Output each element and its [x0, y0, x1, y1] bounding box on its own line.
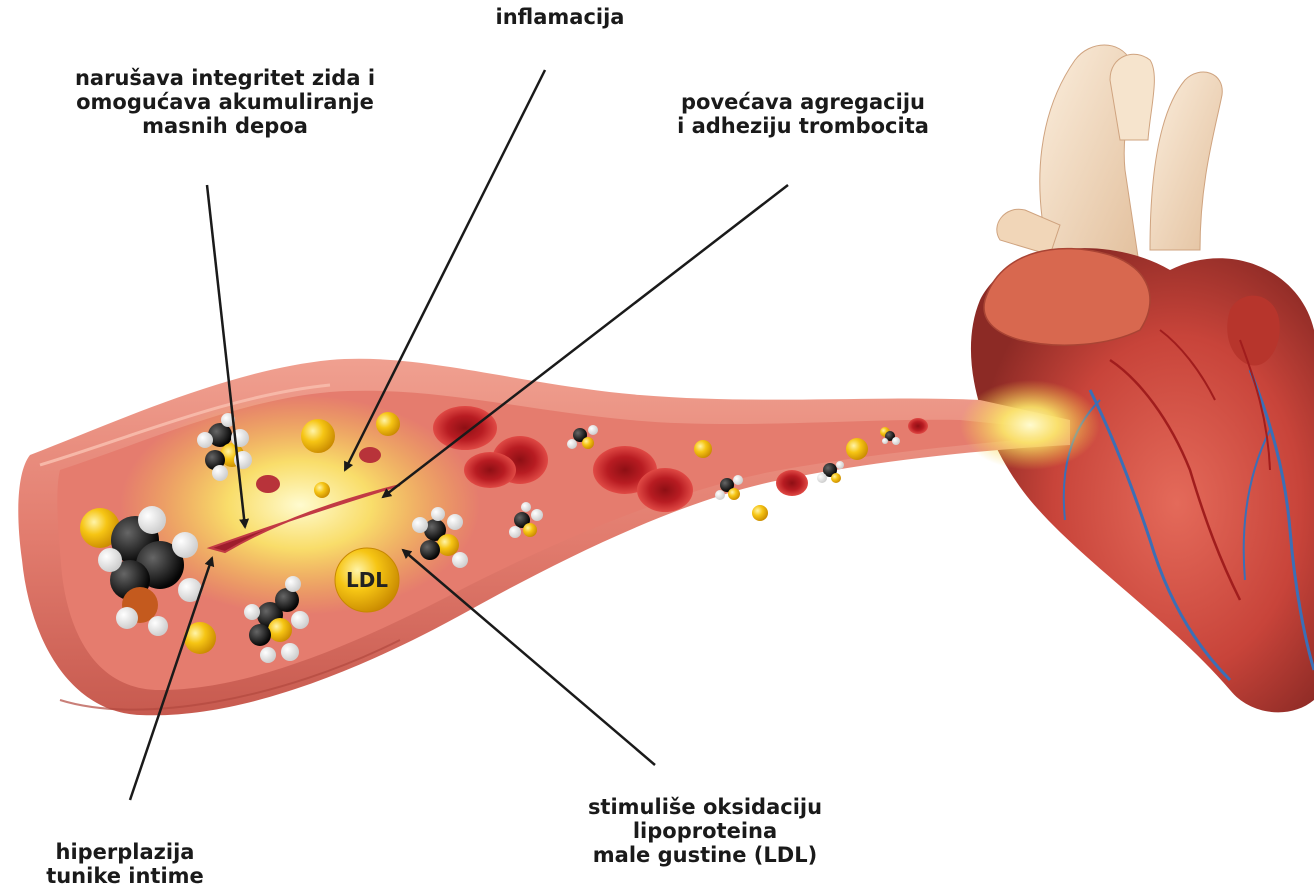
label-line: omogućava akumuliranje [30, 90, 420, 114]
label-inflamacija: inflamacija [470, 5, 650, 29]
label-line: male gustine (LDL) [540, 843, 870, 867]
heart-illustration [971, 45, 1314, 712]
label-line: hiperplazija [20, 840, 230, 864]
red-blood-cell-icon [433, 406, 497, 450]
label-line: tunike intime [20, 864, 230, 888]
label-stimulise-oksidaciju: stimuliše oksidaciju lipoproteina male g… [540, 795, 870, 867]
red-blood-cell-icon [637, 468, 693, 512]
red-blood-cell-icon [776, 470, 808, 496]
label-line: narušava integritet zida i [30, 66, 420, 90]
lipid-droplet-icon [752, 505, 768, 521]
label-povecava-agregaciju: povećava agregaciju i adheziju trombocit… [648, 90, 958, 138]
lipid-droplet-icon [301, 419, 335, 453]
lipid-droplet-icon [846, 438, 868, 460]
arrow-stimulise [403, 550, 655, 765]
red-blood-cell-icon [908, 418, 928, 434]
lipid-droplet-icon [314, 482, 330, 498]
label-line: inflamacija [470, 5, 650, 29]
red-blood-cell-icon [464, 452, 516, 488]
ldl-badge: LDL [335, 548, 399, 612]
label-narusava-integritet: narušava integritet zida i omogućava aku… [30, 66, 420, 138]
label-line: stimuliše oksidaciju [540, 795, 870, 819]
lipid-droplet-icon [694, 440, 712, 458]
label-line: lipoproteina [540, 819, 870, 843]
label-line: povećava agregaciju [648, 90, 958, 114]
lipid-droplet-icon [376, 412, 400, 436]
label-line: i adheziju trombocita [648, 114, 958, 138]
label-hiperplazija: hiperplazija tunike intime [20, 840, 230, 888]
ldl-badge-label: LDL [346, 568, 388, 592]
label-line: masnih depoa [30, 114, 420, 138]
